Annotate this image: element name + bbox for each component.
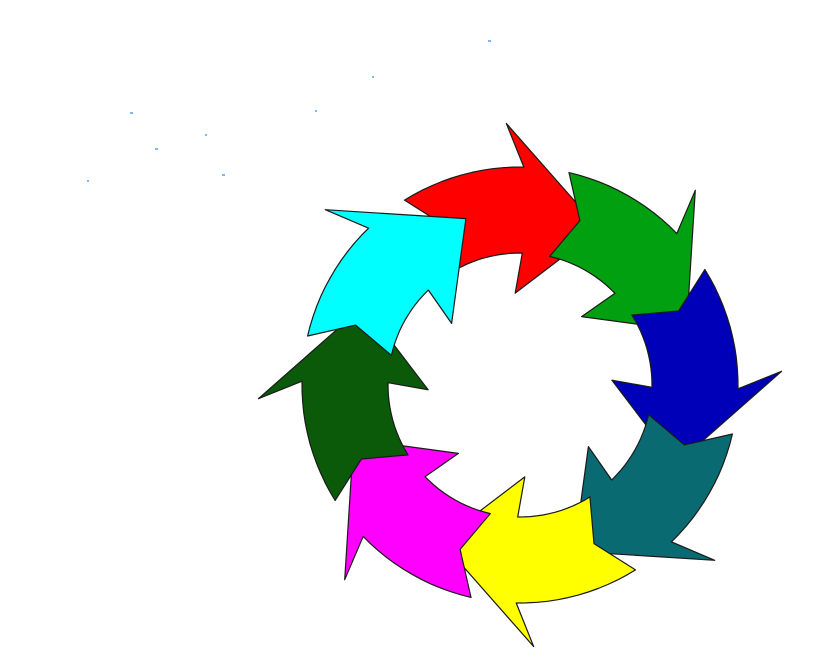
arrow-blue <box>611 268 783 465</box>
arrow-ring <box>257 122 783 648</box>
arrow-green <box>549 172 696 332</box>
arrow-yellow <box>440 476 637 648</box>
arrow-cyan <box>307 209 467 356</box>
arrow-dark-green <box>257 305 429 502</box>
decorative-specks <box>87 40 491 182</box>
arrow-magenta <box>344 438 491 598</box>
arrow-teal <box>573 414 733 561</box>
